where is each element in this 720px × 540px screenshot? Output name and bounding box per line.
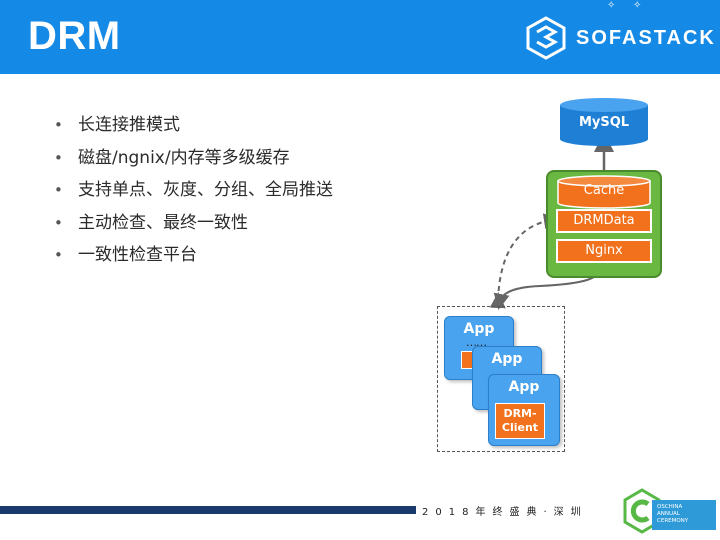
slide-header: DRM ✧ ✧ SOFASTACK (0, 0, 720, 74)
list-item-text: 一致性检查平台 (78, 245, 197, 265)
bullet-icon: • (54, 213, 63, 232)
slide-title: DRM (28, 14, 121, 58)
bullet-icon: • (54, 181, 63, 199)
cube-logo-icon (526, 16, 566, 60)
list-item: • 支持单点、灰度、分组、全局推送 (52, 177, 333, 210)
feature-list: • 长连接推模式 • 磁盘/ngnix/内存等多级缓存 • 支持单点、灰度、分组、全局… (52, 112, 333, 275)
oschina-badge: OSCHINA ANNUAL CEREMONY (652, 500, 716, 530)
client-label-line2: Client (501, 421, 539, 434)
list-item-text: 磁盘/ngnix/内存等多级缓存 (78, 147, 290, 168)
bullet-icon: • (54, 246, 63, 264)
badge-line: ANNUAL (657, 511, 680, 517)
drmdata-box: DRMData (556, 209, 652, 233)
app-to-drmdata-dashed-arrow (489, 213, 560, 309)
cache-cylinder-icon (557, 175, 651, 209)
list-item: • 主动检查、最终一致性 (52, 210, 333, 243)
sofastack-logo: SOFASTACK (526, 16, 716, 60)
brand-name: SOFASTACK (576, 26, 716, 49)
nginx-box: Nginx (556, 239, 652, 263)
bird-icon: ✧ (607, 0, 616, 11)
footer-event-text: 2018年终盛典·深圳 (422, 507, 588, 518)
list-item-text: 长连接推模式 (78, 115, 180, 135)
list-item-text: 主动检查、最终一致性 (78, 212, 248, 233)
list-item: • 磁盘/ngnix/内存等多级缓存 (52, 145, 333, 178)
app-label: App (491, 351, 523, 367)
client-label-line1: DRM- (503, 407, 537, 420)
bird-icon: ✧ (633, 0, 642, 11)
bullet-icon: • (54, 116, 63, 134)
ellipsis-text: …… (466, 336, 487, 349)
drm-client-box: DRM- Client (495, 403, 545, 439)
badge-line: OSCHINA (657, 504, 683, 510)
list-item: • 长连接推模式 (52, 112, 333, 145)
mysql-label: MySQL (578, 115, 630, 130)
mysql-database-icon (560, 98, 648, 146)
app-label: App (463, 321, 495, 337)
footer-bar (0, 506, 416, 514)
list-item: • 一致性检查平台 (52, 242, 333, 275)
badge-line: CEREMONY (657, 518, 689, 524)
cache-label: Cache (583, 183, 625, 198)
list-item-text: 支持单点、灰度、分组、全局推送 (78, 180, 333, 200)
app-label: App (508, 379, 540, 395)
bullet-icon: • (54, 148, 63, 167)
client-cluster (437, 306, 565, 452)
